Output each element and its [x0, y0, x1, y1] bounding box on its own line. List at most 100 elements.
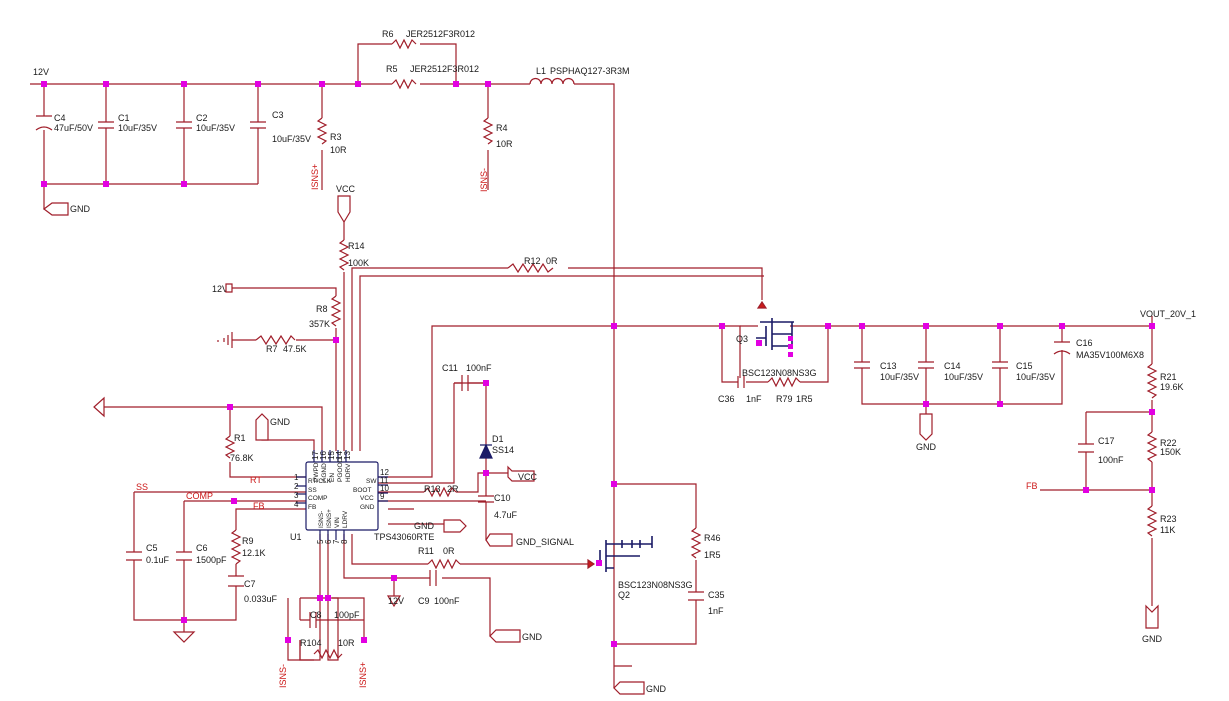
u1-pin-12-num: 12 — [380, 468, 389, 477]
mosfet-q3 — [756, 300, 794, 357]
ground-triangle-icon — [172, 631, 196, 643]
u1-pin-5-name: ISNS- — [318, 511, 325, 528]
q2-val: BSC123N08NS3G — [618, 580, 693, 590]
resistor-r12 — [507, 262, 554, 274]
resistor-r8 — [330, 295, 342, 327]
r21-ref: R21 — [1160, 372, 1177, 382]
u1-pin-16-name: AGND — [321, 463, 328, 482]
r11-ref: R11 — [418, 546, 434, 556]
c6-val: 1500pF — [196, 555, 227, 565]
u1-pin-7-num: 7 — [332, 539, 341, 544]
c9-ref: C9 — [418, 596, 430, 606]
c10-ref: C10 — [494, 493, 511, 503]
capacitor-c6 — [176, 551, 192, 561]
vout-label: VOUT_20V_1 — [1140, 309, 1196, 319]
r4-ref: R4 — [496, 123, 508, 133]
c17-val: 100nF — [1098, 455, 1124, 465]
isns-plus-r3-label: ISNS+ — [310, 164, 320, 190]
resistor-r23 — [1146, 505, 1158, 537]
u1-pin-2-name: SS — [308, 487, 317, 494]
gnd-port-c14 — [919, 413, 933, 441]
r9-val: 12.1K — [242, 548, 266, 558]
c36-val: 1nF — [746, 394, 762, 404]
u1-pin-8-name: LDRV — [342, 510, 349, 528]
gnd-u1-pin9-label: GND — [414, 521, 435, 531]
r22-ref: R22 — [1160, 438, 1177, 448]
r79-val: 1R5 — [796, 394, 813, 404]
c8-ref: C8 — [310, 610, 322, 620]
u1-pin-5-num: 5 — [316, 539, 325, 544]
u1-pin-6-num: 6 — [324, 539, 333, 544]
u1-pin-16-num: 16 — [319, 451, 328, 460]
c36-ref: C36 — [718, 394, 735, 404]
capacitor-c5 — [126, 551, 142, 561]
l1-val: PSPHAQ127-3R3M — [550, 66, 630, 76]
c9-val: 100nF — [434, 596, 460, 606]
c7-val: 0.033uF — [244, 594, 278, 604]
c1-val: 10uF/35V — [118, 123, 157, 133]
r7-val: 47.5K — [283, 344, 307, 354]
u1-pin-10-num: 10 — [380, 484, 389, 493]
u1-pin-8-num: 8 — [340, 539, 349, 544]
resistor-r79 — [767, 376, 801, 388]
u1-pin-6-name: ISNS+ — [326, 509, 333, 528]
u1-pin-17-num: 17 — [311, 451, 320, 460]
vcc-d1-label: VCC — [518, 472, 538, 482]
u1-pin-15-num: 15 — [327, 451, 336, 460]
r14-ref: R14 — [348, 241, 365, 251]
c4-ref: C4 — [54, 113, 66, 123]
resistor-r13 — [423, 486, 457, 498]
resistor-r22 — [1146, 431, 1158, 463]
r79-ref: R79 — [776, 394, 793, 404]
r21-val: 19.6K — [1160, 382, 1184, 392]
u1-pin-3-num: 3 — [294, 491, 299, 500]
isns-plus-r104-label: ISNS+ — [358, 662, 368, 688]
ss-label: SS — [136, 482, 148, 492]
gnd-c14-label: GND — [916, 442, 937, 452]
d1-ref: D1 — [492, 434, 504, 444]
capacitor-c36 — [737, 376, 745, 388]
resistor-r14 — [338, 239, 350, 271]
r5-ref: R5 — [386, 64, 398, 74]
r6-ref: R6 — [382, 29, 394, 39]
capacitor-c16 — [1053, 341, 1071, 372]
c16-val: MA35V100M6X8 — [1076, 350, 1144, 360]
c13-val: 10uF/35V — [880, 372, 919, 382]
r23-val: 11K — [1160, 525, 1175, 535]
u1-pin-11-name: BOOT — [353, 487, 371, 494]
c1-ref: C1 — [118, 113, 130, 123]
resistor-r5 — [391, 78, 417, 90]
gnd-signal-label: GND_SIGNAL — [516, 537, 574, 547]
c14-val: 10uF/35V — [944, 372, 983, 382]
r6-val: JER2512F3R012 — [406, 29, 475, 39]
r1-val: 76.8K — [230, 453, 254, 463]
r5-val: JER2512F3R012 — [410, 64, 479, 74]
c4-val: 47uF/50V — [54, 123, 93, 133]
resistor-r4 — [482, 117, 494, 145]
c11-ref: C11 — [442, 363, 458, 373]
r4-val: 10R — [496, 139, 513, 149]
gnd-r23-label: GND — [1142, 634, 1163, 644]
r3-ref: R3 — [330, 132, 342, 142]
u1-pin-15-name: EN — [329, 473, 336, 482]
u1-pin-13-name: HDRV — [345, 463, 352, 482]
capacitor-c8 — [300, 612, 364, 628]
u1-pin-9-num: 9 — [380, 492, 385, 501]
gnd-c4-label: GND — [70, 204, 91, 214]
resistor-r1 — [224, 435, 236, 459]
capacitor-c11 — [454, 375, 486, 391]
gnd-signal-port — [485, 533, 513, 547]
c15-ref: C15 — [1016, 361, 1033, 371]
rt-label: RT — [250, 475, 262, 485]
inductor-l1 — [529, 77, 575, 85]
c10-val: 4.7uF — [494, 510, 518, 520]
resistor-r11 — [427, 558, 461, 570]
fb-left-label: FB — [253, 501, 265, 511]
r8-ref: R8 — [316, 304, 328, 314]
r9-ref: R9 — [242, 536, 254, 546]
c6-ref: C6 — [196, 543, 208, 553]
capacitor-c35 — [688, 591, 704, 601]
u1-pin-4-name: FB — [308, 504, 316, 511]
c11-val: 100nF — [466, 363, 492, 373]
capacitor-c17 — [1078, 443, 1094, 453]
